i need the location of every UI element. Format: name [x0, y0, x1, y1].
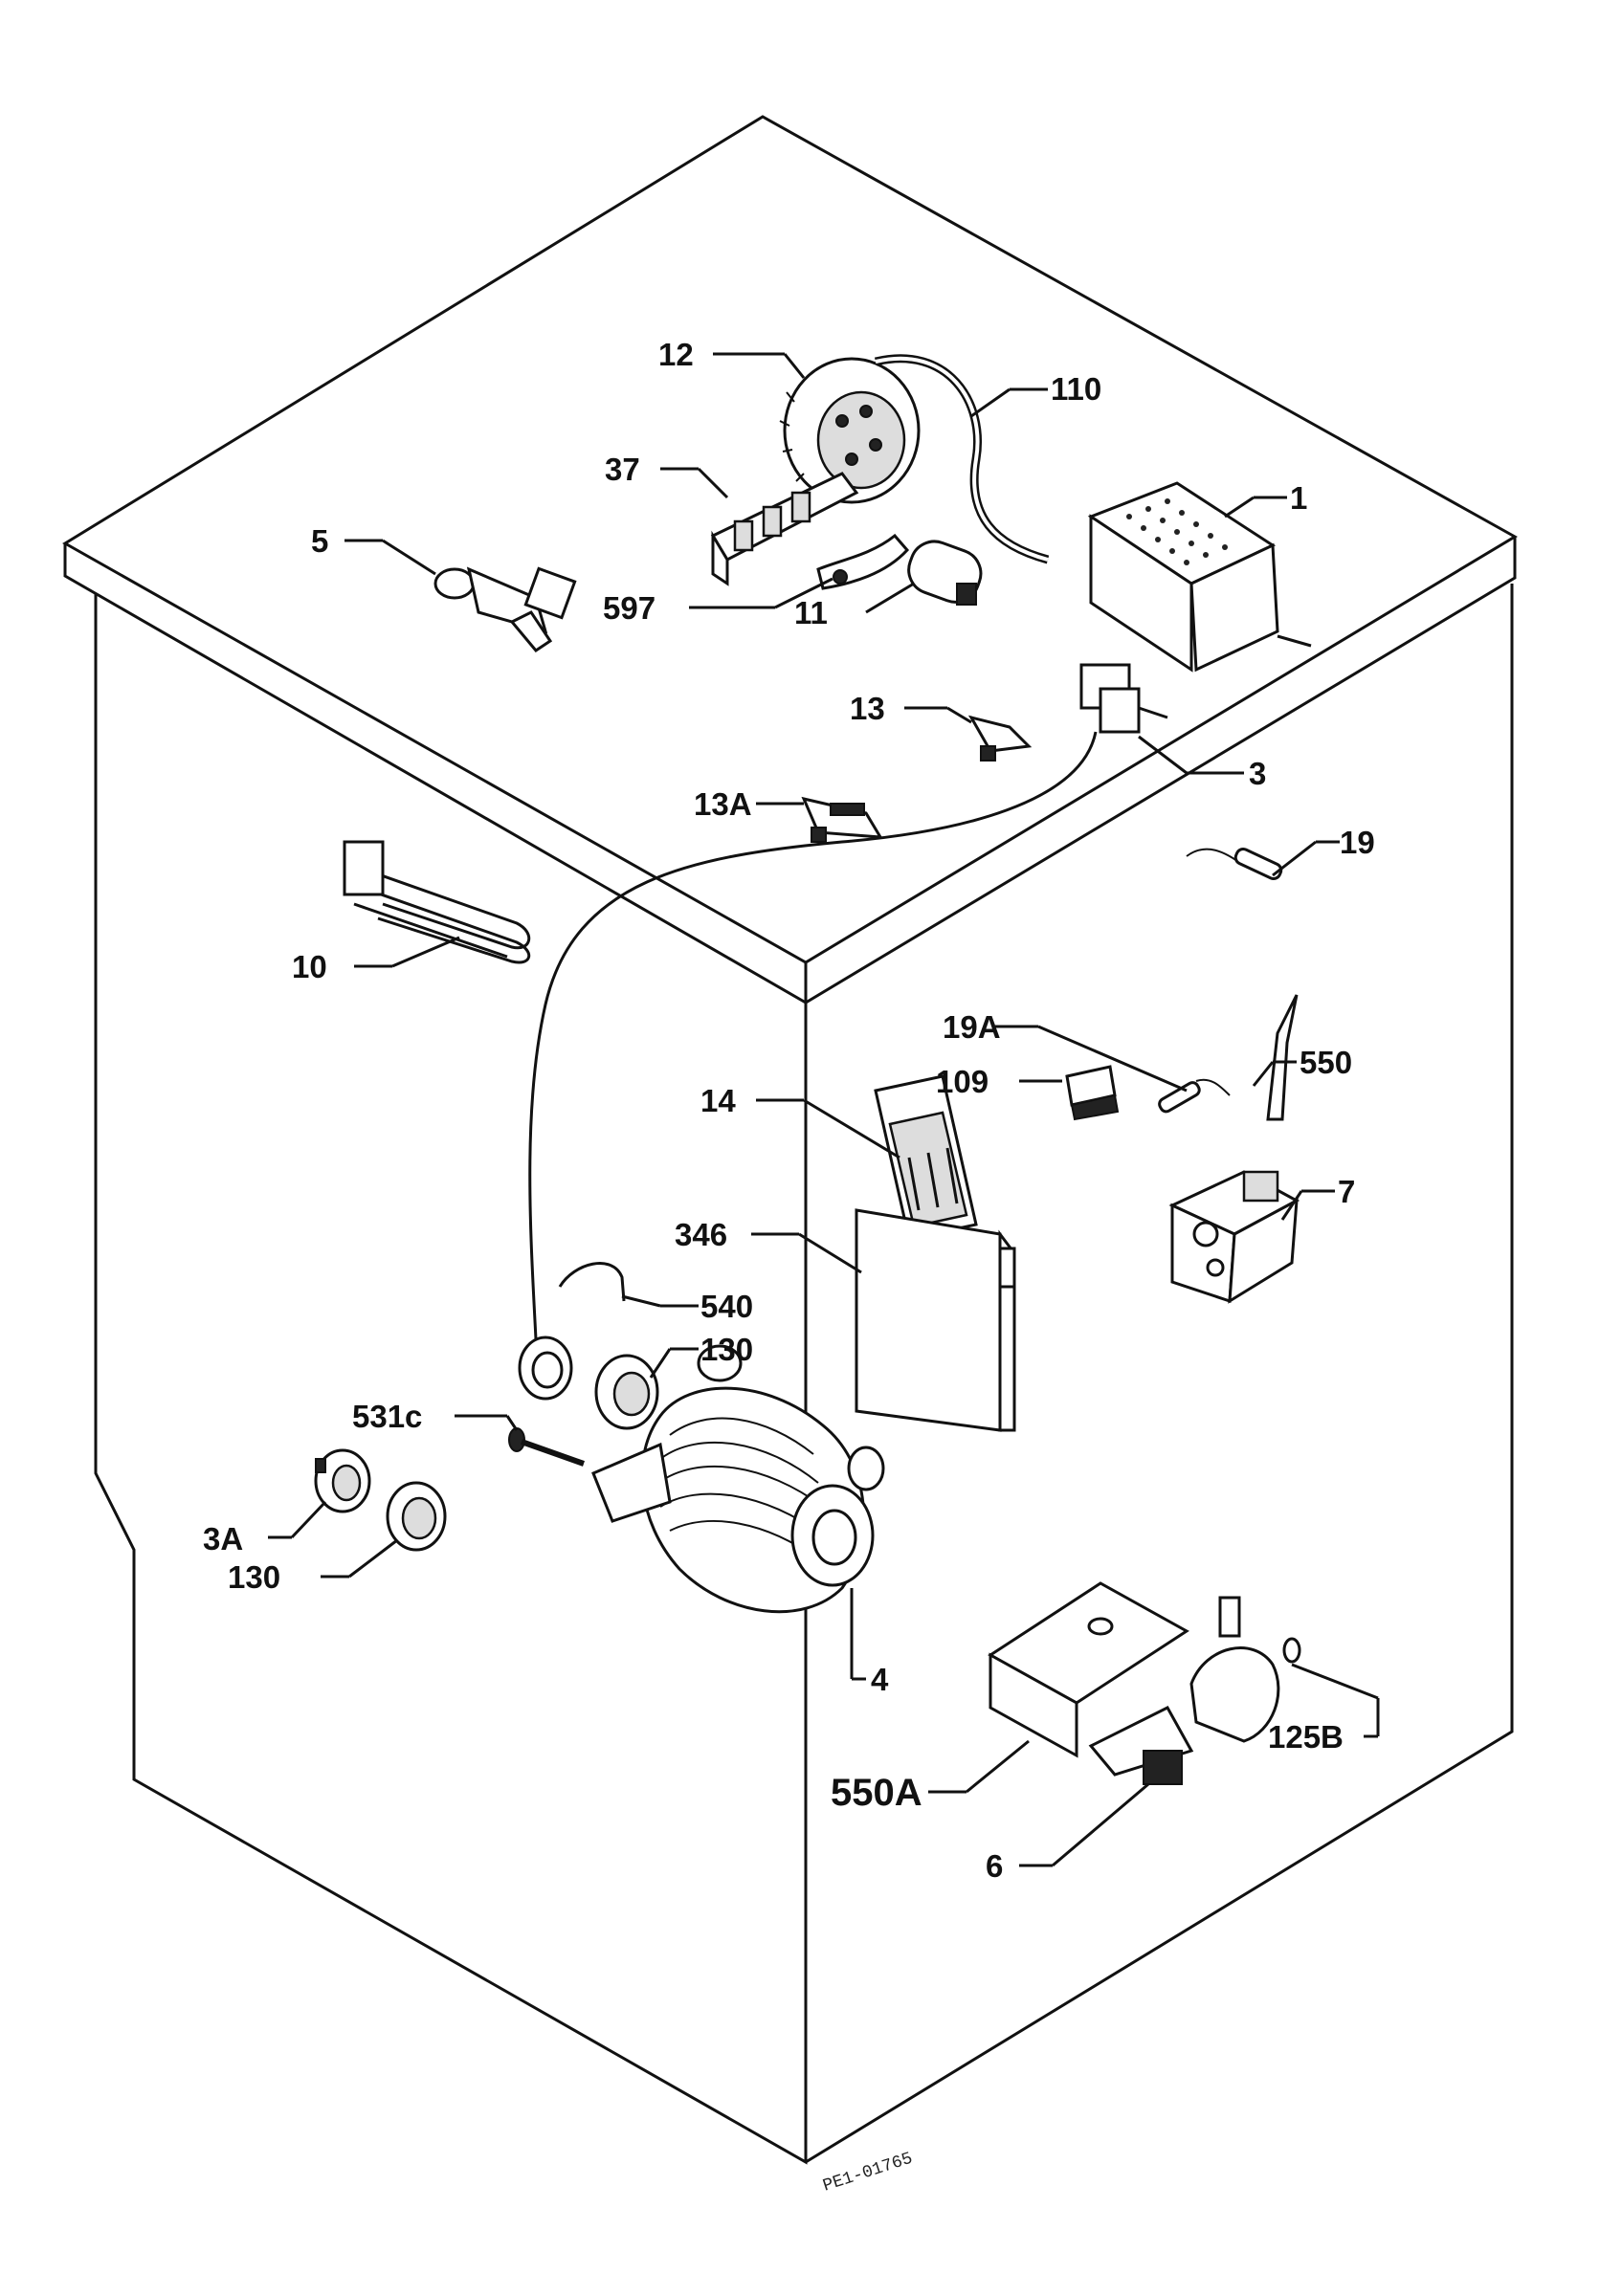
- label-19A: 19A: [943, 1009, 1001, 1045]
- part-1-programmer: [1087, 481, 1312, 673]
- part-130-gasket-lower: [386, 1481, 447, 1552]
- part-13-switch: [967, 715, 1033, 762]
- label-13A: 13A: [694, 786, 752, 822]
- part-3-door-switch: [1079, 663, 1168, 734]
- part-5-inlet-valve: [433, 566, 577, 652]
- label-4: 4: [871, 1662, 889, 1697]
- label-6: 6: [986, 1848, 1003, 1884]
- label-1: 1: [1290, 480, 1307, 516]
- drawing-code: PE1-01765: [821, 2150, 916, 2197]
- leader-lines: [268, 352, 1380, 1867]
- part-19-sensor: [1186, 847, 1283, 881]
- label-540: 540: [700, 1289, 753, 1324]
- label-19: 19: [1340, 825, 1375, 860]
- part-109-connector: [1065, 1065, 1120, 1121]
- part-37-terminal-block: [710, 472, 859, 586]
- part-19A-sensor: [1158, 1078, 1231, 1114]
- label-37: 37: [605, 452, 640, 487]
- part-13A-switch: [801, 796, 883, 843]
- cabinet-outline: [62, 115, 1518, 2165]
- part-3-cable: [528, 731, 1098, 1340]
- part-7-door-lock: [1168, 1170, 1300, 1304]
- label-110: 110: [1051, 371, 1101, 407]
- label-597: 597: [603, 590, 655, 626]
- label-14: 14: [700, 1083, 736, 1118]
- part-346-dispenser-housing: [855, 1208, 1016, 1432]
- part-550-lever: [1266, 994, 1299, 1121]
- part-11-capacitor: [907, 540, 983, 606]
- part-130-gasket-upper: [518, 1336, 659, 1430]
- part-540-clip: [558, 1262, 626, 1302]
- label-12: 12: [658, 337, 694, 372]
- label-11: 11: [794, 595, 828, 630]
- label-109: 109: [936, 1064, 989, 1099]
- label-3: 3: [1249, 756, 1266, 791]
- label-7: 7: [1338, 1174, 1355, 1209]
- label-130-lower: 130: [228, 1559, 280, 1595]
- label-10: 10: [292, 949, 327, 984]
- part-531c-screw: [508, 1427, 586, 1467]
- part-14-dispenser-drawer: [874, 1074, 978, 1241]
- part-6-drain-pump: [1088, 1596, 1301, 1785]
- label-531c: 531c: [352, 1399, 422, 1434]
- label-130-upper: 130: [700, 1332, 753, 1367]
- label-3A: 3A: [203, 1521, 243, 1556]
- label-550A: 550A: [831, 1772, 922, 1814]
- part-550A-cover: [988, 1581, 1189, 1758]
- part-4-motor: [591, 1344, 885, 1614]
- label-550: 550: [1300, 1045, 1352, 1080]
- part-12-pressure-switch: [779, 357, 921, 504]
- label-125B: 125B: [1268, 1719, 1344, 1755]
- part-3A-switch: [314, 1448, 371, 1513]
- part-10-heating-element: [343, 840, 530, 964]
- label-13: 13: [850, 691, 885, 726]
- part-597-bracket: [816, 533, 910, 590]
- label-346: 346: [675, 1217, 727, 1252]
- label-5: 5: [311, 523, 328, 559]
